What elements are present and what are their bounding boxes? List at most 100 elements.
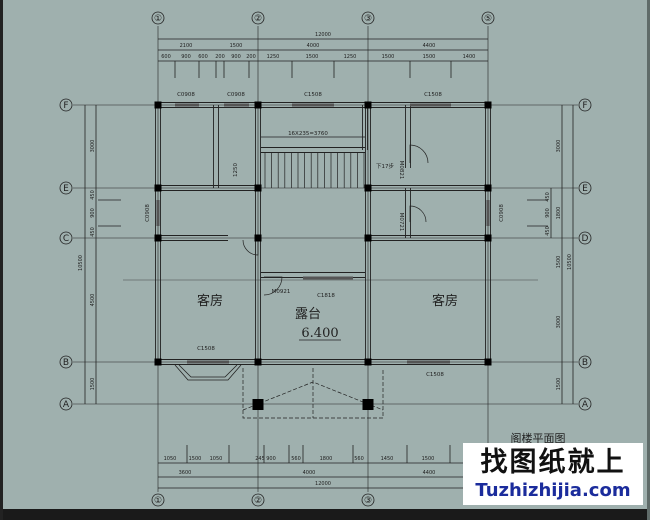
axis-bubble-right-circle [578, 397, 592, 411]
dim-right-part: 1500 [556, 256, 562, 269]
dim-right-part: 3000 [556, 316, 562, 329]
door-swing [409, 205, 427, 223]
dim-right-inner: 450 [545, 226, 551, 236]
window-mark [175, 103, 199, 107]
room-label-guest-right: 客房 [432, 293, 458, 309]
axis-bubble-top: ② [254, 14, 262, 24]
dim-bottom-row1: 1500 [189, 456, 202, 462]
dim-top-row3: 200 [246, 54, 256, 60]
column [254, 234, 262, 242]
door-label: M0721 [398, 213, 404, 232]
stair-dim-label: 1250 [233, 163, 239, 177]
dim-right-total: 10500 [567, 254, 573, 270]
axis-bubble-left: E [63, 184, 69, 194]
column [254, 358, 262, 366]
dim-top-total: 12000 [315, 32, 331, 38]
door-swing [242, 239, 259, 256]
axis-bubble-right-circle [578, 181, 592, 195]
window-label: C0908 [177, 92, 195, 98]
dim-bottom-row1: 560 [291, 456, 301, 462]
window-label: C0908 [227, 92, 245, 98]
dim-bottom-row2: 3600 [179, 470, 192, 476]
stair-note: 16X235=3760 [288, 131, 328, 137]
dim-bottom-total: 12000 [315, 481, 331, 487]
axis-bubble-bottom: ① [154, 496, 162, 506]
column [484, 358, 492, 366]
axis-bubble-top-circle [481, 11, 495, 25]
dim-top-row2: 4000 [307, 43, 320, 49]
axis-bubble-left: A [63, 400, 70, 410]
column [154, 234, 162, 242]
axis-bubble-bottom: ③ [364, 496, 372, 506]
window-mark [156, 200, 160, 226]
dim-left-part: 900 [90, 208, 96, 218]
axis-bubble-top: ③ [364, 14, 372, 24]
column [364, 358, 372, 366]
axis-bubble-left-circle [59, 98, 73, 112]
door-swing [263, 276, 283, 296]
column [364, 234, 372, 242]
dim-top-row3: 1250 [344, 54, 357, 60]
stair-down-label: 下17步 [376, 163, 394, 170]
dim-top-row3: 1500 [306, 54, 319, 60]
axis-bubble-right-circle [578, 231, 592, 245]
column [484, 184, 492, 192]
axis-bubble-bottom-circle [151, 493, 165, 507]
window-label: C0908 [499, 204, 505, 222]
dim-top-row3: 1250 [267, 54, 280, 60]
dim-bottom-row1: 1500 [422, 456, 435, 462]
dim-top-row3: 900 [181, 54, 191, 60]
window-mark [407, 360, 450, 364]
dim-left-part: 4500 [90, 294, 96, 307]
watermark-en: Tuzhizhijia.com [475, 480, 631, 501]
dim-top-row2: 1500 [230, 43, 243, 49]
axis-bubble-right-circle [578, 355, 592, 369]
dim-bottom-row1: 1800 [320, 456, 333, 462]
axis-bubble-top-circle [251, 11, 265, 25]
window-bottom-bar [3, 509, 647, 520]
window-mark [486, 200, 490, 226]
axis-bubble-top: ① [154, 14, 162, 24]
window-mark [410, 103, 451, 107]
window-label: C1818 [317, 293, 335, 299]
window-mark [292, 103, 334, 107]
column [484, 234, 492, 242]
axis-bubble-right-circle [578, 98, 592, 112]
porch-roof-ridge [242, 368, 384, 418]
axis-bubble-bottom: ② [254, 496, 262, 506]
column [154, 184, 162, 192]
column-large [252, 399, 264, 410]
dim-top-row3: 600 [198, 54, 208, 60]
axis-bubble-left-circle [59, 397, 73, 411]
axis-bubble-bottom-circle [251, 493, 265, 507]
bay-window [178, 364, 238, 378]
axis-bubble-left-circle [59, 181, 73, 195]
room-label-terrace: 露台 [295, 307, 321, 322]
axis-bubble-left-circle [59, 355, 73, 369]
dim-top-row3: 600 [161, 54, 171, 60]
window-mark [187, 360, 229, 364]
door-label: M0921 [272, 289, 291, 295]
column [154, 358, 162, 366]
axis-bubble-bottom-circle [361, 493, 375, 507]
axis-bubble-right: F [582, 101, 587, 111]
window-label: C0908 [145, 204, 151, 222]
door-swing [409, 144, 429, 164]
column [254, 184, 262, 192]
dim-right-part: 1500 [556, 378, 562, 391]
dim-top-row3: 1500 [423, 54, 436, 60]
window-label: C1508 [197, 346, 215, 352]
drawing-title: 阁楼平面图 [511, 431, 566, 445]
dim-top-row2: 4400 [423, 43, 436, 49]
dim-bottom-row2: 4000 [303, 470, 316, 476]
window-mark [224, 103, 249, 107]
axis-bubble-right: D [582, 234, 589, 244]
dim-bottom-row1: 1450 [381, 456, 394, 462]
axis-bubble-right: E [582, 184, 588, 194]
dim-right-inner: 900 [545, 208, 551, 218]
dim-top-row3: 900 [231, 54, 241, 60]
axis-bubble-top: ⑤ [484, 14, 492, 24]
bay-window [174, 364, 242, 381]
